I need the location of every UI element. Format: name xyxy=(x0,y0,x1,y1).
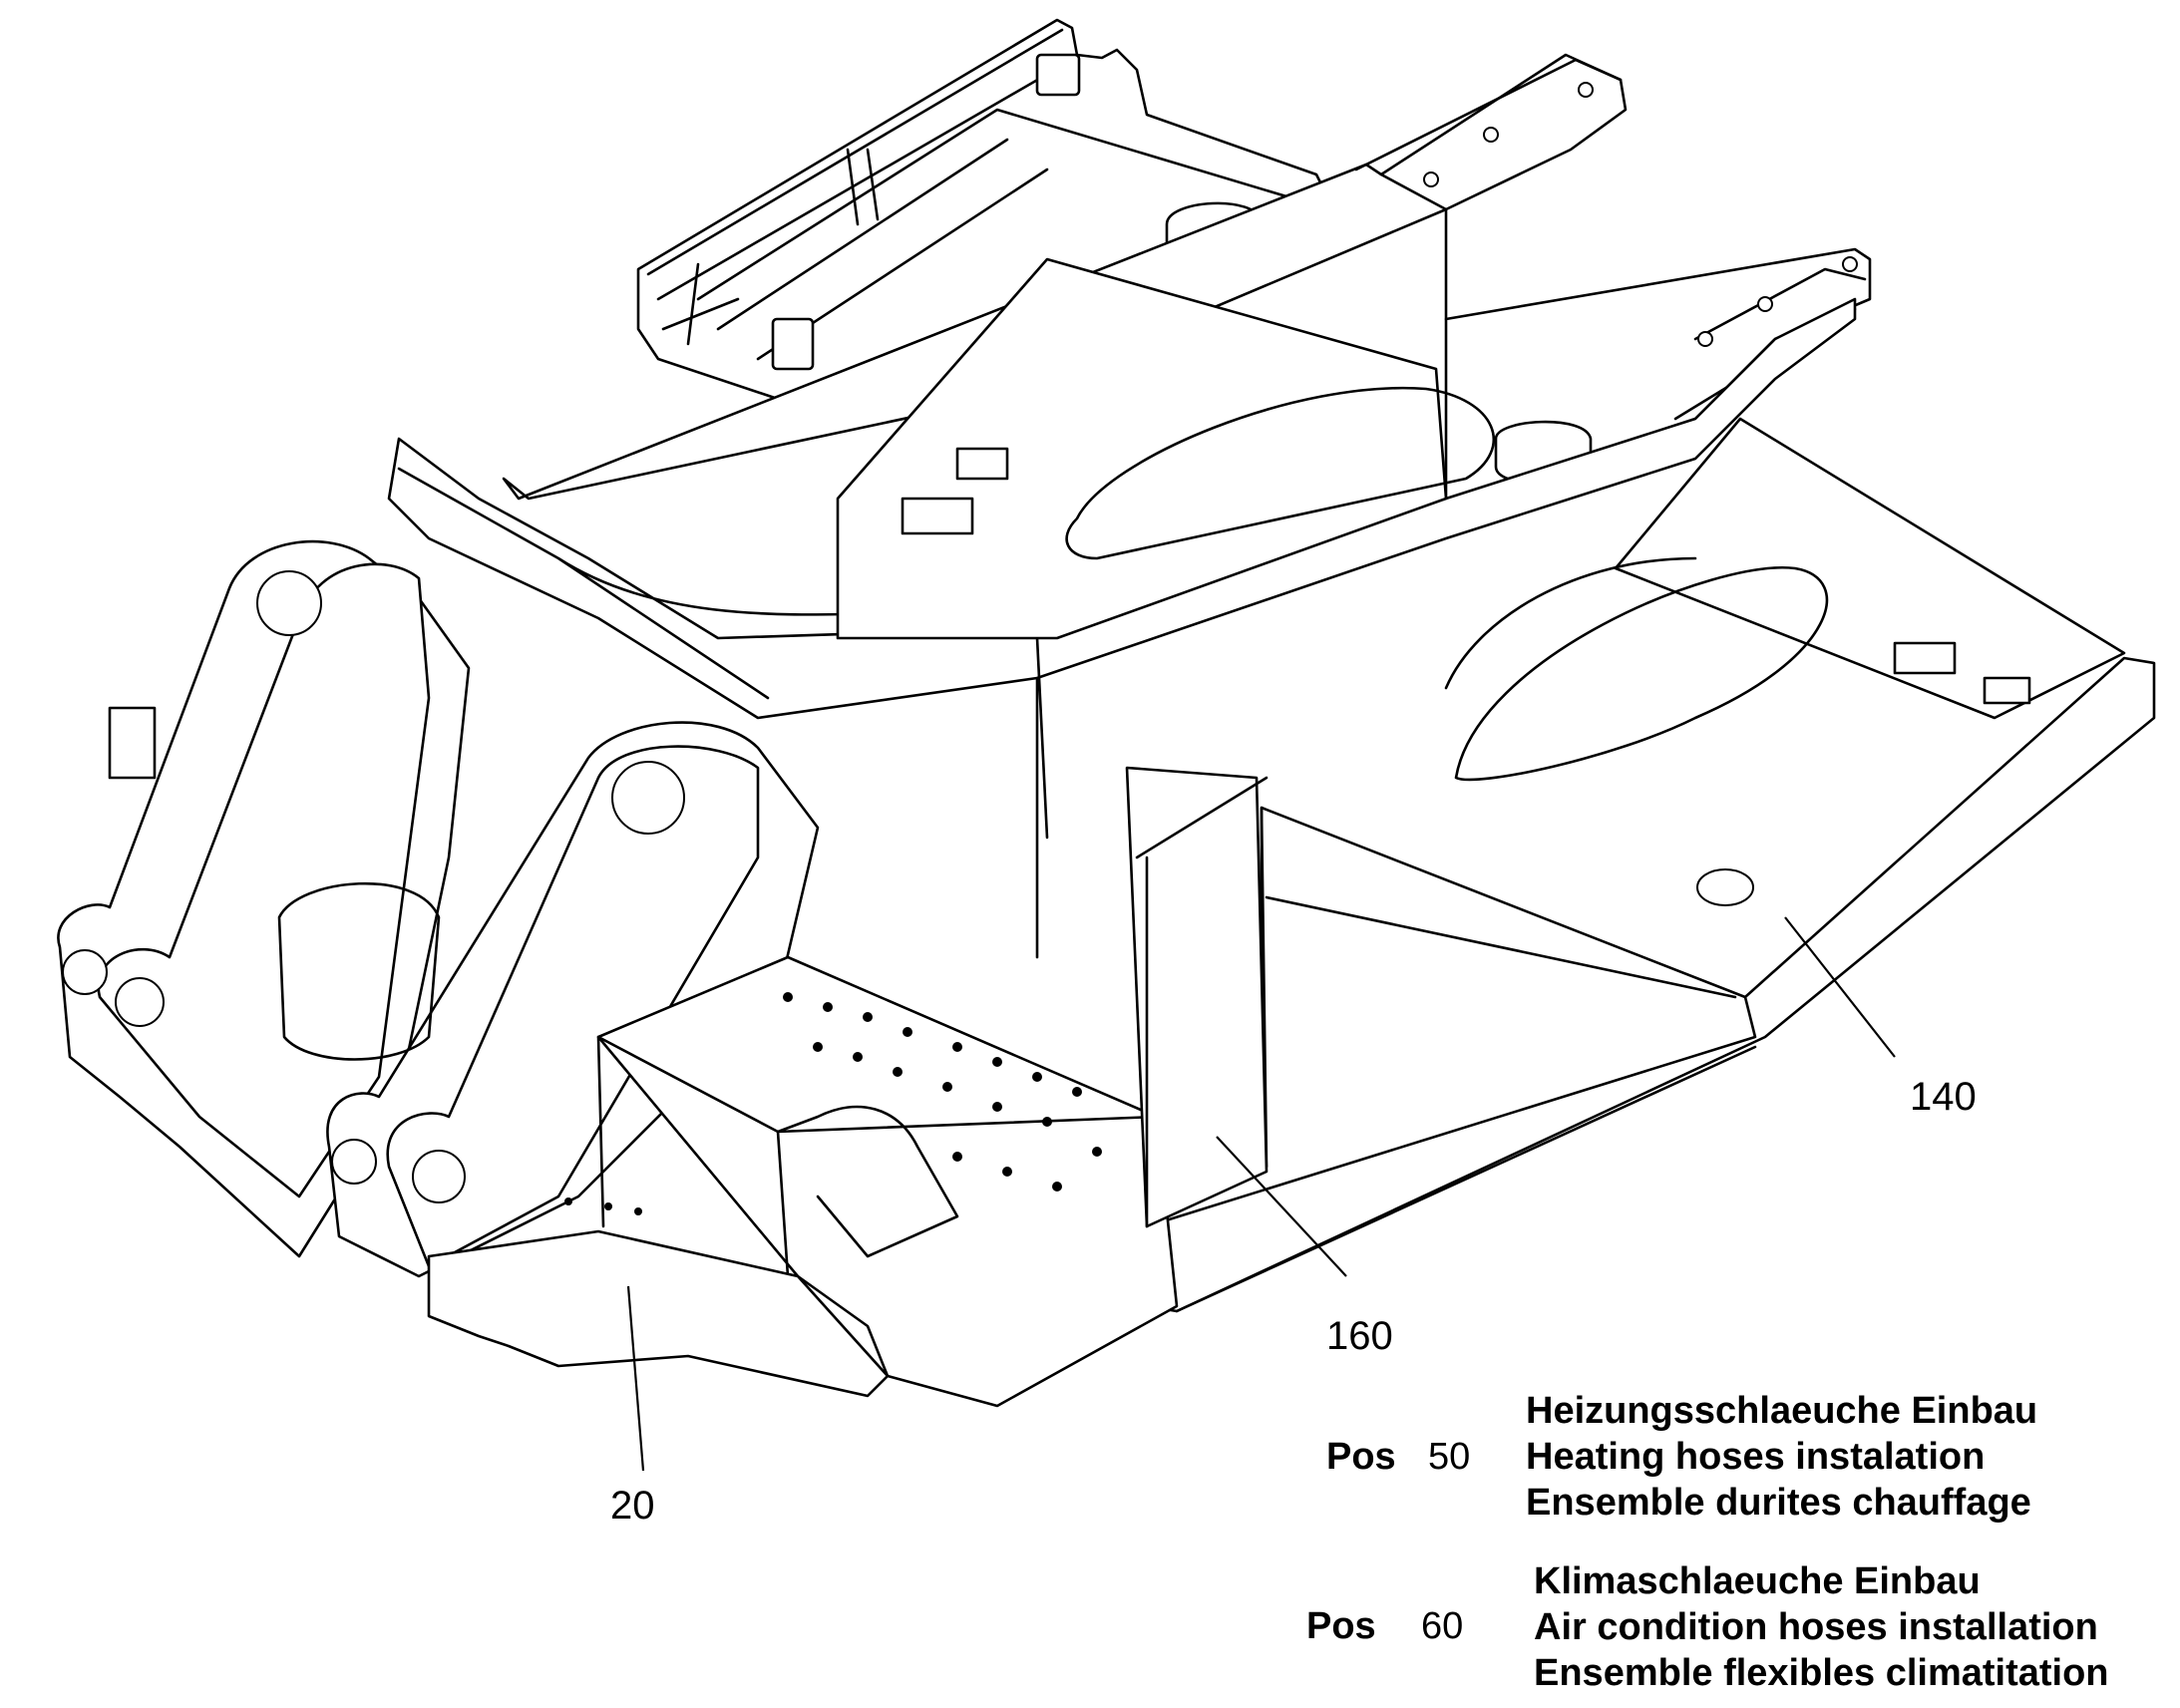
pos-50-line-1: Heizungsschlaeuche Einbau xyxy=(1526,1390,2038,1432)
main-beam xyxy=(387,297,1857,959)
pos-60-description: Klimaschlaeuche Einbau Air condition hos… xyxy=(1534,1558,2109,1696)
callout-20: 20 xyxy=(610,1484,655,1528)
center-bay xyxy=(836,257,1495,640)
pos-60-line-1: Klimaschlaeuche Einbau xyxy=(1534,1560,1981,1602)
pos-50-number: 50 xyxy=(1428,1436,1471,1478)
boom-mount-plates xyxy=(57,539,820,1278)
front-step xyxy=(427,955,1179,1408)
pos-60-line-3: Ensemble flexibles climatitation xyxy=(1534,1652,2109,1694)
pos-50-description: Heizungsschlaeuche Einbau Heating hoses … xyxy=(1526,1388,2037,1526)
side-beam-right xyxy=(1145,417,2156,1313)
pos-60-label: Pos xyxy=(1306,1605,1376,1647)
leader-lines xyxy=(626,916,1896,1472)
pos-60-number: 60 xyxy=(1421,1605,1464,1647)
pos-50-line-3: Ensemble durites chauffage xyxy=(1526,1482,2031,1524)
callout-140: 140 xyxy=(1910,1075,1977,1119)
vertical-plate xyxy=(1125,766,1269,1228)
hole-pattern xyxy=(564,992,1102,1215)
pos-60-line-2: Air condition hoses installation xyxy=(1534,1606,2098,1648)
callout-160: 160 xyxy=(1326,1314,1393,1358)
pos-50-label: Pos xyxy=(1326,1436,1396,1478)
pos-50-line-2: Heating hoses instalation xyxy=(1526,1436,1986,1478)
